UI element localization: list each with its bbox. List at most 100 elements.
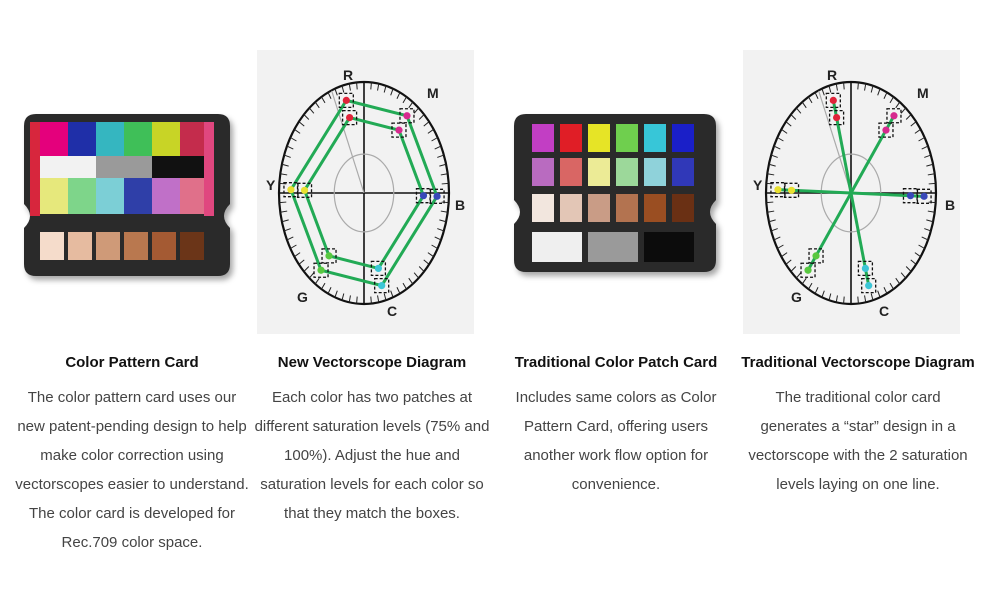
scope-tick bbox=[918, 244, 925, 249]
target-box bbox=[370, 260, 387, 277]
scope-tick bbox=[408, 277, 414, 285]
scope-tick bbox=[348, 295, 351, 303]
scope-tick bbox=[768, 163, 776, 167]
scope-tick bbox=[910, 121, 917, 127]
scope-tick bbox=[927, 210, 935, 213]
target-box bbox=[857, 260, 874, 277]
scope-tick bbox=[431, 137, 438, 142]
target-box bbox=[391, 122, 407, 138]
description-line: generates a “star” design in a bbox=[760, 418, 956, 435]
scope-tick bbox=[408, 101, 414, 109]
card-column-color-pattern: Color Pattern Card The color pattern car… bbox=[12, 0, 252, 600]
scope-tick bbox=[843, 82, 845, 90]
scope-tick bbox=[321, 282, 326, 290]
scope-tick bbox=[286, 145, 294, 150]
scope-tick bbox=[437, 228, 445, 232]
description-line: 100%). Adjust the hue and bbox=[284, 447, 460, 464]
target-dot bbox=[403, 112, 411, 120]
target-box bbox=[828, 109, 845, 126]
scope-tick bbox=[828, 293, 832, 301]
scope-tick bbox=[918, 137, 925, 142]
scope-tick bbox=[341, 85, 345, 93]
label-g: G bbox=[791, 289, 802, 305]
scope-tick bbox=[883, 92, 888, 99]
scope-tick bbox=[900, 107, 907, 114]
scope-tick bbox=[308, 272, 315, 279]
scope-tick bbox=[286, 236, 294, 241]
scope-tick bbox=[835, 83, 838, 91]
scope-tick bbox=[327, 287, 332, 294]
label-b: B bbox=[945, 197, 955, 213]
description-line: The traditional color card bbox=[775, 389, 941, 406]
description-line: saturation levels for each color so bbox=[260, 476, 484, 493]
scope-tick bbox=[905, 114, 912, 120]
scope-tick bbox=[396, 287, 401, 294]
target-dot bbox=[433, 192, 441, 200]
card-title: New Vectorscope Diagram bbox=[277, 354, 467, 371]
target-dot bbox=[812, 252, 820, 260]
scope-tick bbox=[290, 244, 297, 249]
scope-tick bbox=[279, 182, 287, 185]
target-box bbox=[399, 108, 415, 124]
target-box bbox=[800, 262, 816, 278]
target-box bbox=[878, 122, 894, 138]
scope-tick bbox=[795, 272, 802, 279]
scope-tick bbox=[290, 137, 297, 142]
scope-tick bbox=[785, 259, 792, 265]
scope-tick bbox=[921, 145, 929, 150]
scope-tick bbox=[808, 282, 813, 290]
description-line: that they match the boxes. bbox=[284, 505, 460, 522]
scope-tick bbox=[281, 163, 289, 167]
color-pattern-card-image bbox=[12, 50, 252, 334]
description-line: different saturation levels (75% and bbox=[254, 418, 490, 435]
target-dot bbox=[829, 96, 837, 104]
target-dot bbox=[325, 252, 333, 260]
label-m: M bbox=[917, 85, 929, 101]
scope-tick bbox=[924, 154, 932, 158]
description-line: make color correction using bbox=[40, 447, 224, 464]
scope-tick bbox=[870, 85, 874, 93]
scope-tick bbox=[334, 290, 338, 298]
scope-tick bbox=[423, 121, 430, 127]
card-column-traditional-patch: Traditional Color Patch Card Includes sa… bbox=[496, 0, 736, 600]
scope-tick bbox=[821, 88, 825, 96]
scope-tick bbox=[308, 107, 315, 114]
scope-tick bbox=[889, 96, 894, 104]
target-box bbox=[902, 188, 919, 204]
card-title: Traditional Color Patch Card bbox=[514, 354, 718, 371]
description-line: vectorscope with the 2 saturation bbox=[748, 447, 968, 464]
scope-tick bbox=[418, 114, 425, 120]
label-c: C bbox=[387, 303, 397, 319]
scope-tick bbox=[441, 182, 449, 185]
color-pattern-card-illustration bbox=[24, 114, 230, 276]
scope-tick bbox=[808, 96, 813, 104]
target-dot bbox=[920, 192, 928, 200]
scope-tick bbox=[910, 259, 917, 265]
scope-tick bbox=[877, 88, 881, 96]
scope-tick bbox=[283, 228, 291, 232]
scope-tick bbox=[279, 201, 287, 204]
description-line: Rec.709 color space. bbox=[61, 534, 203, 551]
scope-tick bbox=[927, 173, 935, 176]
scope-tick bbox=[928, 182, 936, 185]
scope-tick bbox=[828, 85, 832, 93]
scope-tick bbox=[895, 101, 901, 109]
scope-tick bbox=[900, 272, 907, 279]
scope-tick bbox=[821, 290, 825, 298]
description-line: The color pattern card uses our bbox=[27, 389, 237, 406]
label-y: Y bbox=[753, 177, 763, 193]
target-dot bbox=[890, 112, 898, 120]
scope-tick bbox=[768, 219, 776, 223]
scope-tick bbox=[280, 210, 288, 213]
scope-tick bbox=[781, 252, 788, 258]
target-box bbox=[283, 182, 299, 198]
scope-tick bbox=[439, 163, 447, 167]
scope-tick bbox=[334, 88, 338, 96]
traditional-patch-card-image bbox=[496, 50, 736, 334]
scope-tick bbox=[883, 287, 888, 294]
new-vectorscope-image: R M B C G Y bbox=[257, 50, 474, 334]
scope-tick bbox=[280, 173, 288, 176]
target-box bbox=[886, 108, 902, 124]
scope-tick bbox=[781, 128, 788, 134]
scope-tick bbox=[327, 92, 332, 99]
